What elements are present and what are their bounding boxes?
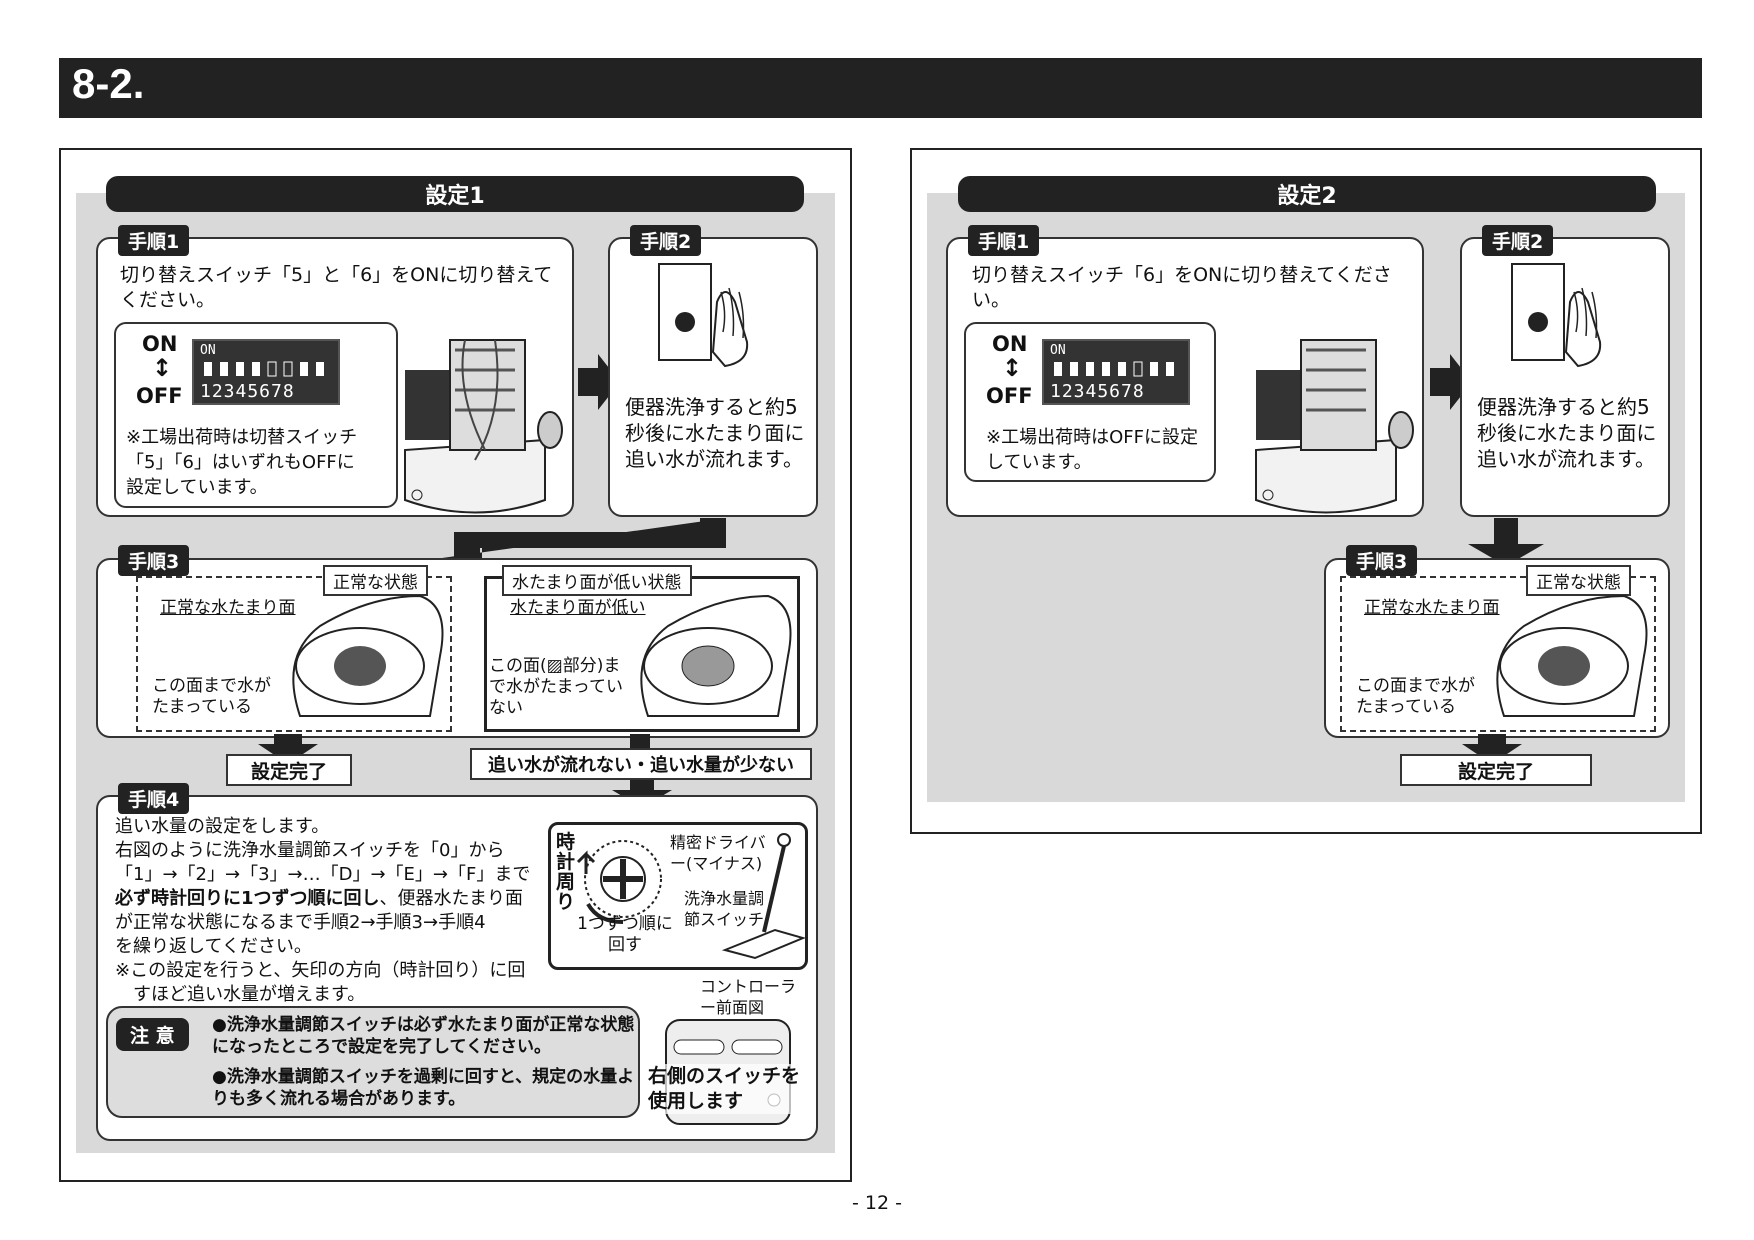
right-flush-remote-illustration — [1511, 263, 1602, 368]
left-step1-note: ※工場出荷時は切替スイッチ「5」「6」はいずれもOFFに設定しています。 — [126, 427, 358, 498]
caution-box — [106, 1006, 640, 1118]
right-toilet-bowl-illustration — [1496, 594, 1648, 717]
right-step1-tag: 手順1 — [968, 225, 1040, 256]
right-down-arrow-done-icon — [1462, 734, 1522, 764]
toilet-bowl-low-illustration — [640, 594, 792, 717]
right-on-label: ON — [992, 332, 1028, 356]
caution-item2: ●洗浄水量調節スイッチを過剰に回すと、規定の水量よりも多く流れる場合があります。 — [212, 1067, 635, 1109]
step4-line1: 追い水量の設定をします。 — [115, 816, 330, 837]
right-on-off-arrow-icon: ↕ — [1002, 354, 1023, 382]
toilet-bowl-normal-illustration — [292, 594, 444, 717]
down-arrow-done-icon — [258, 734, 318, 764]
low-surface-label: 水たまり面が低い — [510, 598, 646, 618]
step4-line3: 「1」→「2」→「3」→…「D」→「E」→「F」まで — [115, 864, 531, 885]
controller-label: コントローラー前面図 — [700, 977, 797, 1017]
clockwise-label: 時計周り — [556, 831, 576, 913]
use-right-switch-label: 右側のスイッチを使用します — [648, 1064, 810, 1114]
on-off-arrow-icon: ↕ — [152, 354, 173, 382]
right-step1-text: 切り替えスイッチ「6」をONに切り替えてください。 — [972, 264, 1392, 311]
right-dip-on-text: ON — [1050, 343, 1066, 358]
one-by-one-label: 1つずつ順に回す — [577, 914, 673, 955]
step4-line4: 必ず時計回りに1つずつ順に回し、便器水たまり面 — [115, 887, 545, 911]
step4-line6: を繰り返してください。 — [115, 936, 312, 957]
screwdriver-icon — [762, 833, 791, 933]
left-dip-switch: ON 12345678 — [192, 339, 340, 405]
left-step4-tag: 手順4 — [118, 783, 190, 814]
normal-note: この面まで水がたまっている — [152, 676, 271, 717]
left-step3-tag: 手順3 — [118, 545, 190, 576]
left-dip-levers — [204, 361, 324, 377]
left-step1-tag: 手順1 — [118, 225, 190, 256]
step4-line4-bold: 必ず時計回りに1つずつ順に回し — [115, 888, 380, 909]
right-step2-text: 便器洗浄すると約5秒後に水たまり面に追い水が流れます。 — [1477, 395, 1657, 471]
switch-label: 洗浄水量調節スイッチ — [684, 889, 765, 929]
low-result-label: 追い水が流れない・追い水量が少ない — [470, 748, 812, 780]
right-step2-tag: 手順2 — [1482, 225, 1554, 256]
caution-item1: ●洗浄水量調節スイッチは必ず水たまり面が正常な状態になったところで設定を完了して… — [212, 1015, 635, 1057]
right-title: 設定2 — [958, 176, 1656, 212]
right-step3-tag: 手順3 — [1346, 545, 1418, 576]
down-arrow-step4-icon — [612, 780, 672, 808]
left-dip-on-text: ON — [200, 343, 216, 358]
right-normal-surface-label: 正常な水たまり面 — [1364, 598, 1500, 618]
right-dip-levers — [1054, 361, 1174, 377]
step4-line2: 右図のように洗浄水量調節スイッチを「0」から — [115, 840, 505, 861]
step4-line7: ※この設定を行うと、矢印の方向（時計回り）に回 — [115, 960, 526, 981]
step4-text: 追い水量の設定をします。 右図のように洗浄水量調節スイッチを「0」から 「1」→… — [115, 815, 545, 1007]
left-done-label: 設定完了 — [226, 754, 352, 786]
right-normal-note: この面まで水がたまっている — [1356, 676, 1475, 717]
right-arrow-right-icon — [1430, 354, 1472, 410]
step4-line5: が正常な状態になるまで手順2→手順3→手順4 — [115, 912, 486, 933]
right-done-label: 設定完了 — [1400, 754, 1592, 786]
caution-tag: 注 意 — [116, 1018, 189, 1051]
low-state-label: 水たまり面が低い状態 — [502, 565, 692, 596]
right-normal-state-frame — [1340, 576, 1656, 732]
driver-label: 精密ドライバー(マイナス) — [670, 833, 766, 873]
normal-state-label: 正常な状態 — [323, 565, 428, 596]
left-step2-box — [608, 237, 818, 517]
section-header-bar — [59, 58, 1702, 118]
left-step1-text: 切り替えスイッチ「5」と「6」をONに切り替えてください。 — [120, 264, 553, 311]
rotary-dial-icon — [576, 840, 662, 924]
controller-unit-illustration — [404, 339, 563, 514]
left-on-label: ON — [142, 332, 178, 356]
left-step2-tag: 手順2 — [630, 225, 702, 256]
flush-remote-illustration — [658, 263, 749, 368]
right-controller-unit-illustration — [1255, 339, 1414, 514]
left-dip-numbers: 12345678 — [200, 381, 295, 402]
right-step1-note: ※工場出荷時はOFFに設定しています。 — [986, 427, 1198, 473]
left-title: 設定1 — [106, 176, 804, 212]
left-step2-text: 便器洗浄すると約5秒後に水たまり面に追い水が流れます。 — [625, 395, 805, 471]
section-number: 8-2. — [72, 60, 145, 107]
switch-panel-icon — [721, 928, 807, 960]
step4-line8: すほど追い水量が増えます。 — [133, 984, 366, 1005]
right-dip-switch: ON 12345678 — [1042, 339, 1190, 405]
left-off-label: OFF — [136, 384, 183, 408]
right-down-arrow-icon — [1468, 518, 1544, 566]
arrow-right-icon — [578, 354, 620, 410]
normal-surface-label: 正常な水たまり面 — [160, 598, 296, 618]
right-off-label: OFF — [986, 384, 1033, 408]
low-note: この面(▨部分)まで水がたまっていない — [489, 656, 623, 718]
step2-to-step3-arrow-icon — [442, 518, 726, 578]
step4-line4-rest: 、便器水たまり面 — [379, 888, 523, 909]
normal-state-frame — [136, 576, 452, 732]
right-normal-state-label: 正常な状態 — [1526, 565, 1631, 596]
page-number: - 12 - — [852, 1192, 902, 1214]
right-dip-numbers: 12345678 — [1050, 381, 1145, 402]
